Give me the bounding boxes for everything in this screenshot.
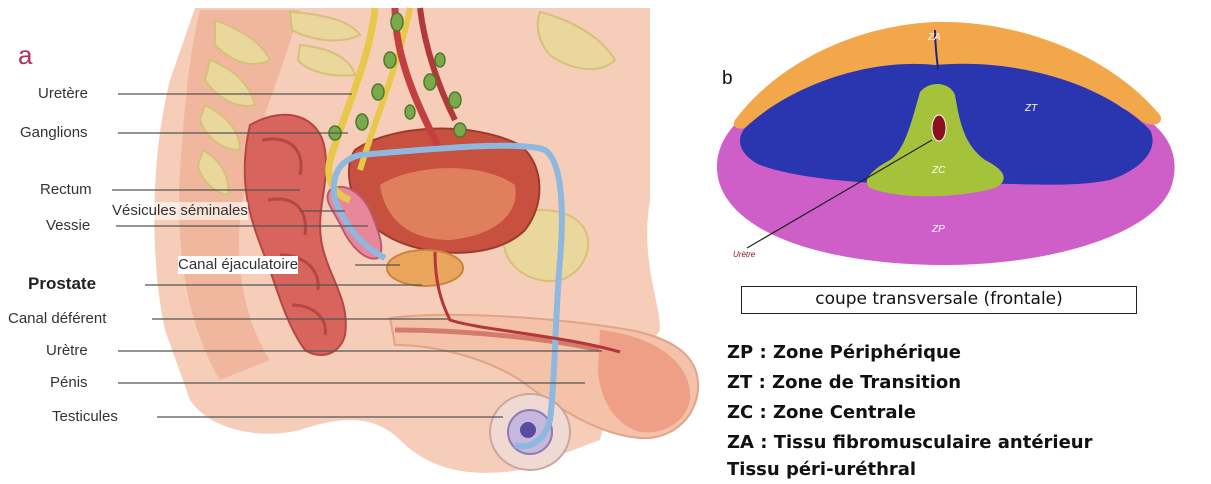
zone-label-uretre: Urètre [733,250,755,259]
zone-label-za: ZA [928,32,941,43]
legend-item: ZP : Zone Périphérique [727,342,961,364]
zone-label-zp: ZP [932,224,945,235]
label-rectum: Rectum [40,181,92,199]
label-penis: Pénis [50,374,88,392]
label-uretre: Urètre [46,342,88,360]
section-caption: coupe transversale (frontale) [741,286,1137,314]
legend-item: Tissu péri-uréthral [727,459,916,481]
prostate-organ [387,250,463,286]
zone-label-zt: ZT [1025,103,1037,114]
label-uretere: Uretère [38,85,88,103]
label-ganglions: Ganglions [20,124,88,142]
panel-b-letter: b [722,68,733,90]
zone-label-zc: ZC [932,165,945,176]
panel-a-letter: a [18,40,32,71]
legend-item: ZT : Zone de Transition [727,372,961,394]
sagittal-illustration [154,8,698,473]
label-vesicules: Vésicules séminales [112,202,248,220]
urethra-section [932,115,946,141]
legend-item: ZA : Tissu fibromusculaire antérieur [727,432,1092,454]
legend-item: ZC : Zone Centrale [727,402,916,424]
prostate-cross-section [717,22,1175,265]
label-canal-ejac: Canal éjaculatoire [178,256,298,274]
label-prostate: Prostate [28,275,96,293]
label-vessie: Vessie [46,217,90,235]
label-canal-def: Canal déférent [8,310,106,328]
label-testicules: Testicules [52,408,118,426]
